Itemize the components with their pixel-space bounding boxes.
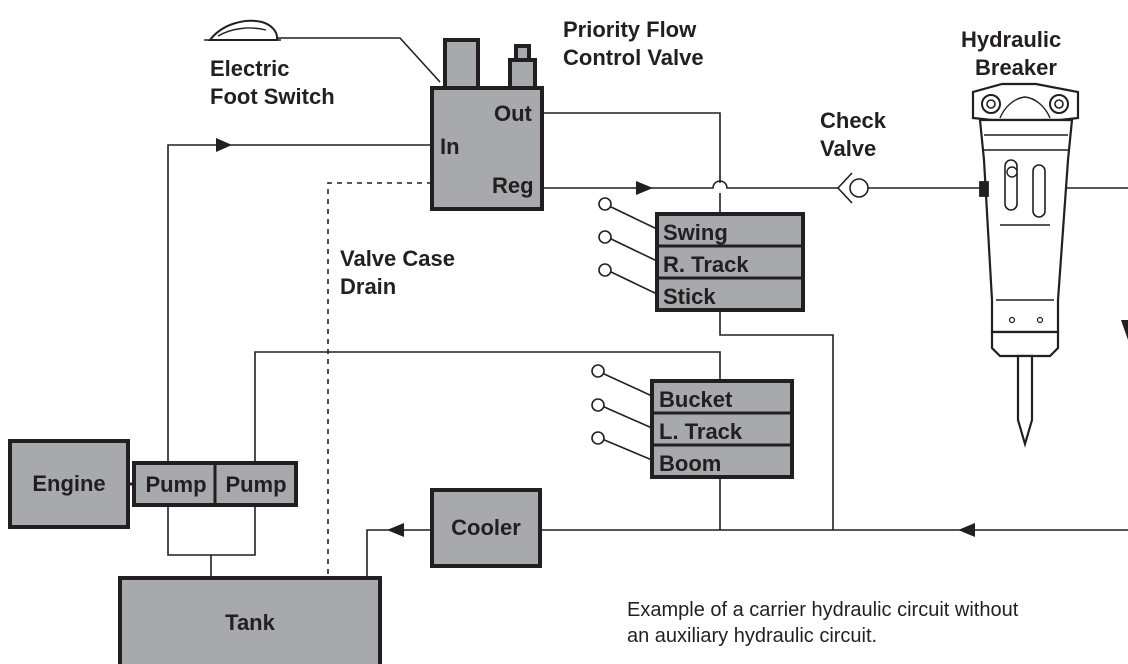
valve-group-bucket <box>591 364 794 479</box>
supply-line-pump-to-bucket-group <box>254 351 721 463</box>
arrow-breaker-return <box>1121 320 1128 340</box>
cooler-label: Cooler <box>451 515 521 540</box>
case-drain-label-line2: Drain <box>340 274 396 299</box>
check-valve-label-line2: Valve <box>820 136 876 161</box>
foot-switch-label: Electric <box>210 56 290 81</box>
arrow-reg <box>636 181 653 195</box>
foot-switch-label-line2: Foot Switch <box>210 84 335 109</box>
suction-line <box>167 505 212 578</box>
case-drain-label: Valve Case <box>340 246 455 271</box>
caption-line-1: Example of a carrier hydraulic circuit w… <box>627 599 1019 621</box>
hydraulic-lines <box>167 37 1128 578</box>
hydraulic-breaker-icon <box>971 82 1080 448</box>
cooler-box <box>430 488 542 568</box>
caption-line-2: an auxiliary hydraulic circuit. <box>627 625 877 647</box>
port-out-label: Out <box>494 101 533 126</box>
priority-valve-label-line2: Control Valve <box>563 45 704 70</box>
pump-label-2: Pump <box>225 472 286 497</box>
breaker-label-line2: Breaker <box>975 55 1057 80</box>
suction-line-2 <box>211 505 256 556</box>
valve-label-bucket: Bucket <box>659 387 733 412</box>
flow-arrows <box>161 138 1128 537</box>
swing-group-return <box>719 312 834 530</box>
port-reg-label: Reg <box>492 173 534 198</box>
tank-box <box>118 576 382 664</box>
foot-switch-wire <box>275 37 441 83</box>
valve-group-swing <box>598 197 805 312</box>
cooler-to-tank-line <box>366 529 432 578</box>
priority-flow-control-valve <box>430 38 544 211</box>
port-in-label: In <box>440 134 460 159</box>
supply-line-pump-to-valve <box>167 144 432 463</box>
arrow-to-cooler <box>387 523 404 537</box>
valve-label-boom: Boom <box>659 451 721 476</box>
arrow-supply <box>216 138 232 152</box>
priority-valve-label: Priority Flow <box>563 17 697 42</box>
check-valve-label: Check <box>820 108 887 133</box>
valve-label-l-track: L. Track <box>659 419 743 444</box>
engine-label: Engine <box>32 471 105 496</box>
engine-box <box>8 439 130 529</box>
foot-switch-icon <box>204 19 281 41</box>
check-valve-icon <box>836 172 869 204</box>
valve-label-swing: Swing <box>663 220 728 245</box>
reg-line <box>543 180 838 189</box>
valve-label-stick: Stick <box>663 284 716 309</box>
tank-label: Tank <box>225 610 275 635</box>
pump-label-1: Pump <box>145 472 206 497</box>
valve-label-r-track: R. Track <box>663 252 749 277</box>
case-drain-line <box>327 182 432 578</box>
arrow-return-right <box>958 523 975 537</box>
out-line <box>543 112 721 183</box>
breaker-label: Hydraulic <box>961 27 1061 52</box>
